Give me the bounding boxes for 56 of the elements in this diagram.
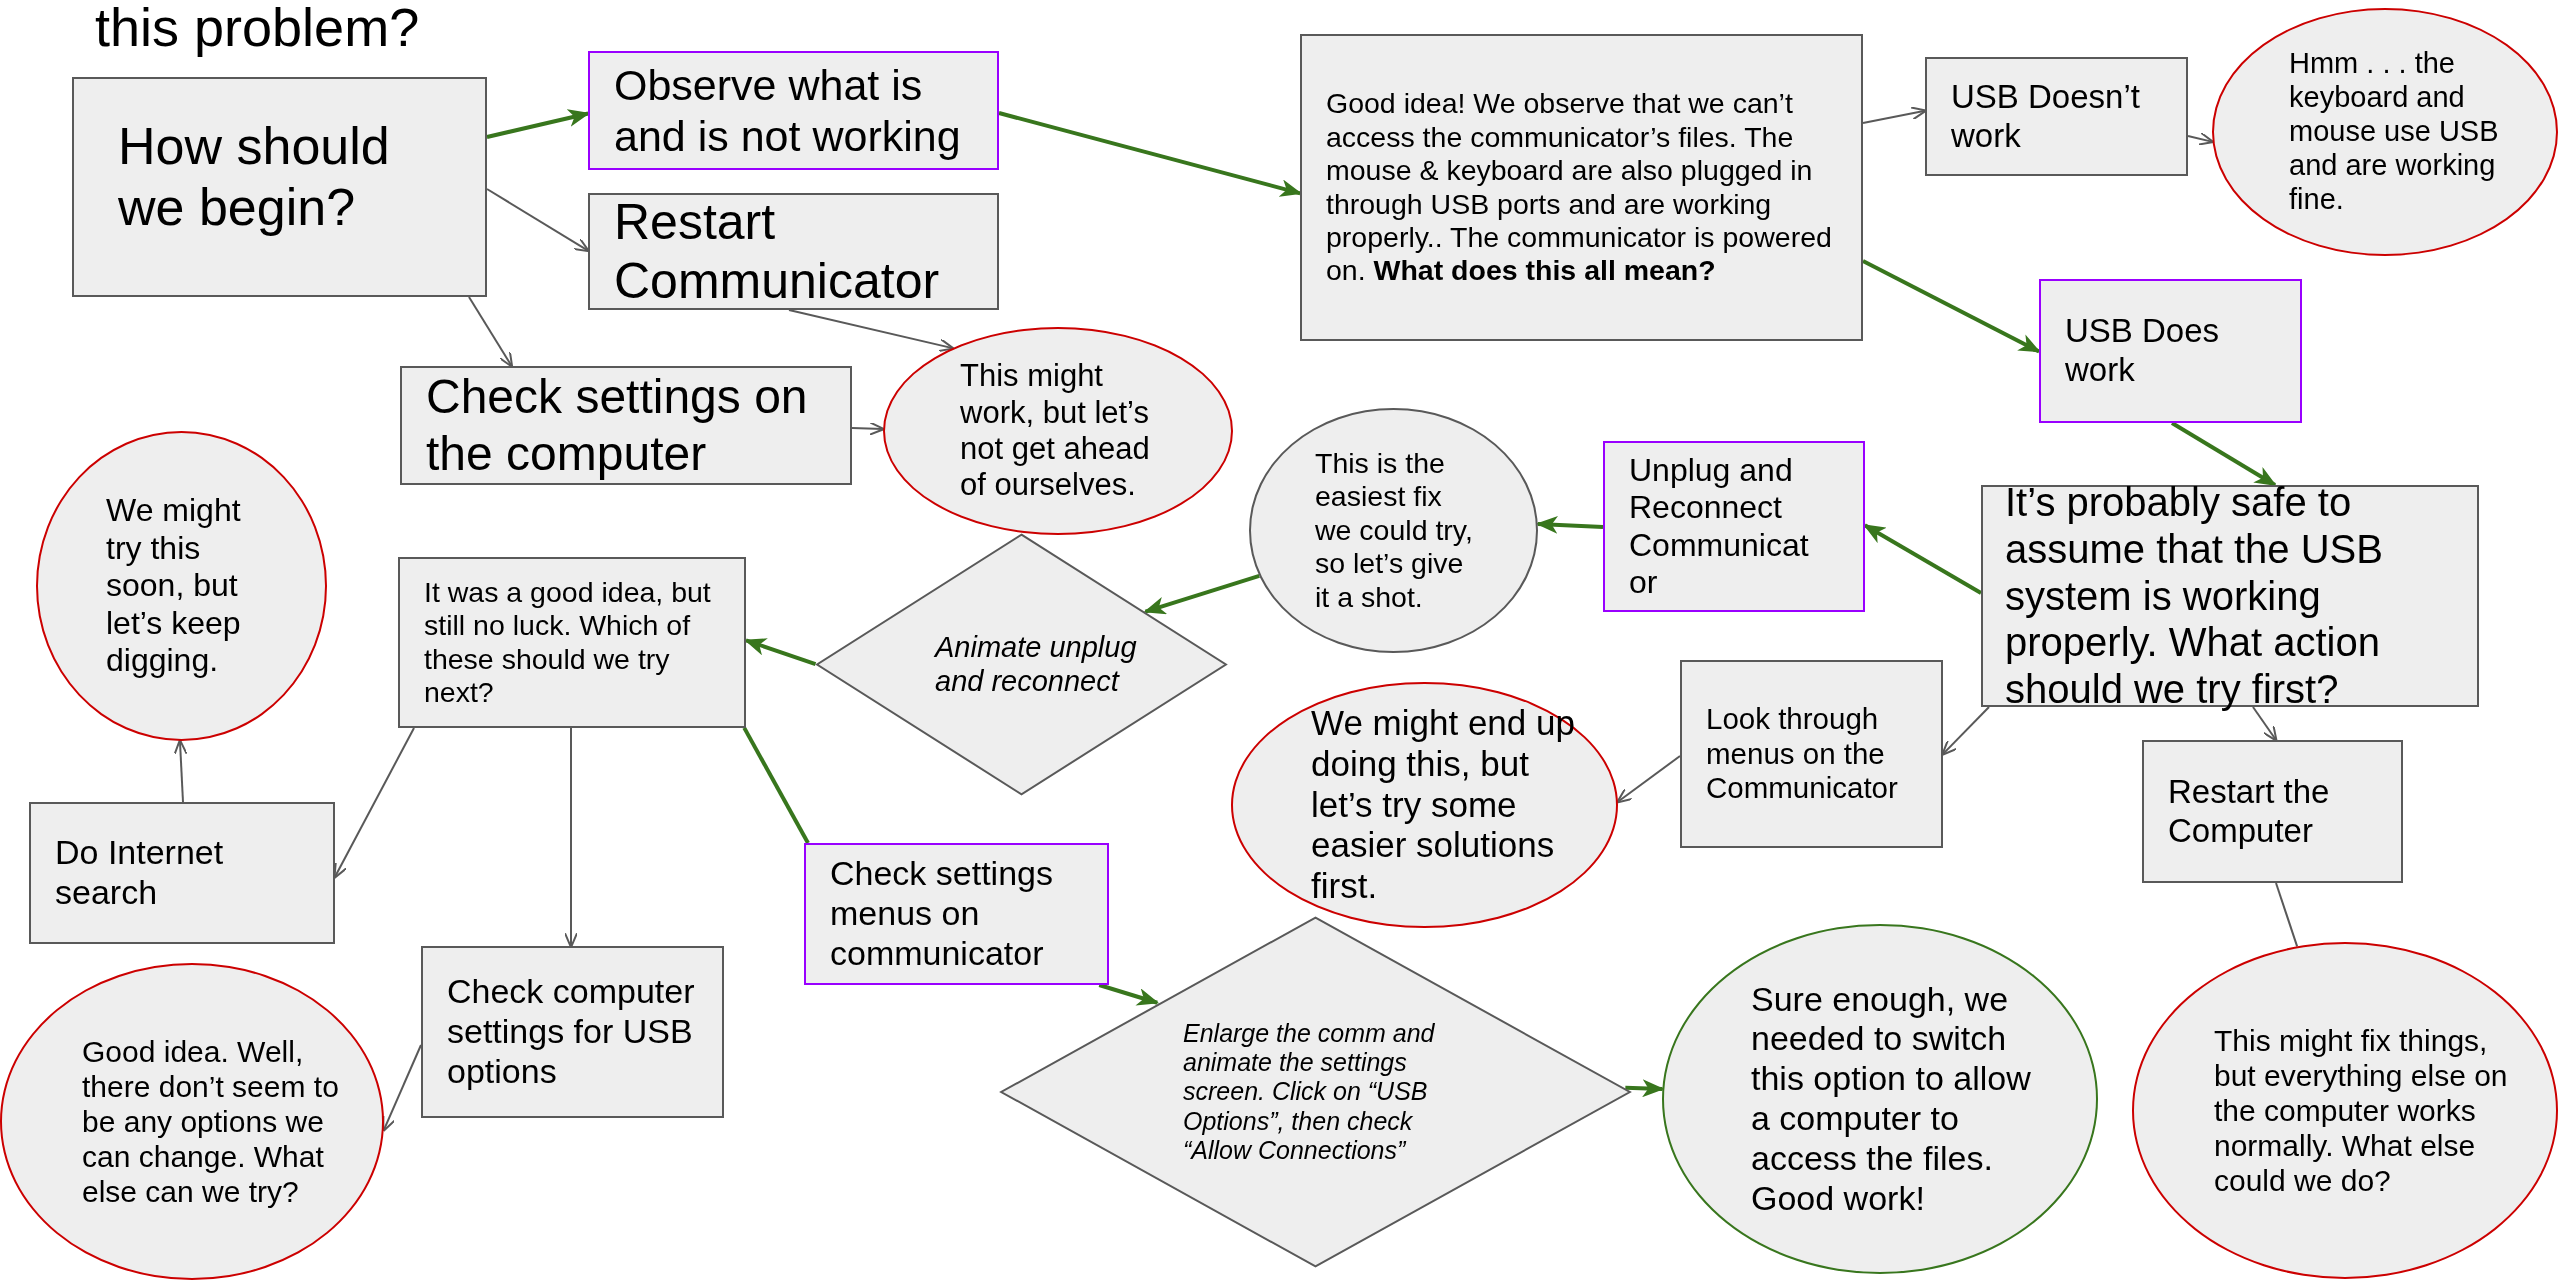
node-text: Check settings menus on communicator [830,854,1054,974]
node-text: How should we begin? [118,116,391,238]
node-text: Good idea. Well, there don’t seem to be any options we can change. What else can we try? [82,1033,340,1210]
connector-line [2275,882,2299,948]
process-box [29,802,335,944]
process-box [804,843,1109,985]
node-text: USB Does work [2065,312,2221,390]
node-text: USB Doesn’t work [1951,77,2141,156]
node-text: We might try this soon, but let’s keep digging. [106,492,242,680]
process-box [1925,57,2188,176]
arrow [173,738,188,803]
process-box [400,366,852,485]
node-text: It’s probably safe to assume that the USB system is working properly. What action should we try first? [2005,479,2384,713]
process-box [421,946,724,1118]
arrow [1616,755,1681,804]
node-text: This might work, but let’s not get ahead of ourselves. [960,358,1151,504]
node-text: Restart Communicator [614,193,941,310]
process-box [1680,660,1943,848]
node-text: It was a good idea, but still no luck. Which of these should we try next? [424,575,712,710]
node-text: Good idea! We observe that we can’t access the communicator’s files. The mouse & keyboard are also plugged in through USB ports and are working properly.. The communicator is powered on. What does this all mean? [1326,87,1833,288]
arrow [788,309,955,353]
node-text: Restart the Computer [2168,772,2331,851]
node-text: Unplug and Reconnect Communicator [1629,451,1810,602]
connector-line [742,726,810,844]
arrow [564,727,578,949]
node-text: Observe what is and is not working [614,60,962,161]
node-text: This might fix things, but everything else on the computer works normally. What else could we do? [2214,1022,2509,1199]
arrow [2187,132,2215,146]
process-box [72,77,487,297]
arrow [2252,706,2278,742]
node-text: Do Internet search [55,833,225,913]
arrow [1143,573,1260,615]
arrow [468,296,514,368]
node-text: Animate unplug and reconnect [935,630,1138,699]
node-text: Check computer settings for USB options [447,972,696,1092]
arrow [1862,259,2041,354]
process-box [398,557,746,728]
process-box [2039,279,2302,423]
decision-diamond [815,532,1228,797]
process-box [1603,441,1865,612]
arrow [486,188,590,253]
arrow [2170,421,2277,487]
node-text: Hmm . . . the keyboard and mouse use USB and are working fine. [2289,47,2500,217]
node-text: This is the easiest fix we could try, so let’s give it a shot. [1315,447,1474,614]
node-text: Sure enough, we needed to switch this option to allow a computer to access the files. Good work! [1751,979,2032,1219]
process-box [588,193,999,310]
node-text: Enlarge the comm and animate the settings screen. Click on “USB Options”, then check “Allow Connections” [1183,1018,1436,1166]
arrow [1098,983,1160,1006]
arrow [382,1044,422,1133]
node-text: We might end up doing this, but let’s try some easier solutions first. [1311,702,1576,908]
arrow [1625,1079,1665,1098]
process-box [1300,34,1863,341]
process-box [2142,740,2403,883]
node-text: Look through menus on the Communicator [1706,702,1899,806]
process-box [588,51,999,170]
node-text: Check settings on the computer [426,369,809,482]
